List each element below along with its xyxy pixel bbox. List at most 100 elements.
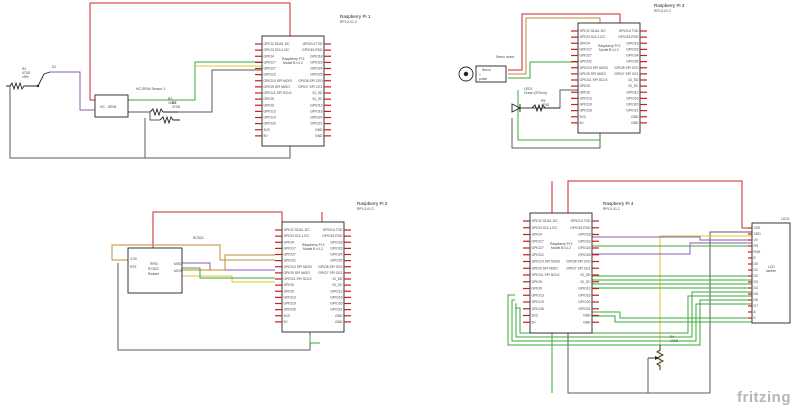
pi4-pin-label-right-5: GPIO25 [578,253,590,257]
pi2-pin-label-left-14: 3V3 [284,314,290,318]
r3-value: 470Ω [172,105,181,109]
lcd-pin-label-14: A [754,310,757,314]
pi2-pin-label-left-2: GPIO4 [284,240,294,244]
pi2-pin-label-left-4: GPIO27 [284,253,296,257]
led1: LED1 Green (570nm) [511,87,547,113]
pi3-pin-label-left-2: GPIO4 [580,41,590,45]
pi1-pin-label-left-3: GPIO17 [264,60,276,64]
pi3-pin-label-left-1: GPIO3 SCL1 I2C [580,35,607,39]
pi2-pin-label-left-12: GPIO19 [284,302,296,306]
wire-mosi [182,275,275,283]
circuit-rfid: RFID RC522 Reader RC522 3.3V RST MISO MO… [111,201,388,351]
pi3-pin-label-right-10: GPIO12 [626,90,638,94]
wire-rst [111,244,275,261]
wire-echo [178,69,262,113]
pi2-pin-label-right-10: GPIO12 [330,289,342,293]
pi1-pin-label-right-5: GPIO25 [310,73,322,77]
pi1-pin-label-right-15: GND [315,134,323,138]
pi2-pin-label-left-11: GPIO13 [284,295,296,299]
pi2-pin-label-right-15: GND [335,320,343,324]
lcd-pin-label-5: E [754,256,757,260]
pi3-pin-label-left-8: GPIO11 SPI SCLK [580,78,609,82]
pi2-pin-label-right-7: GPIO7 SPI CE1 [318,271,342,275]
wire-lcd-k [511,299,752,342]
pi4-pin-label-right-11: GPIO16 [578,293,590,297]
pi2-pin-label-right-12: GPIO20 [330,302,342,306]
pi1-inner-1: Raspberry Pi 3 [282,57,305,61]
hc-sr04-sensor: HC - SR04 HC-SR04 Sensor 1 [94,87,165,118]
pi3-pin-label-right-8: ID_SD [629,78,640,82]
pi3-pin-label-right-5: GPIO25 [626,60,638,64]
servo-pin-plus: + [479,73,481,77]
pi2-pin-label-left-6: GPIO10 SPI MOSI [284,265,312,269]
pi3-ver: RPI-3-V1.2 [654,9,671,13]
pi3-pin-label-left-13: GPIO26 [580,109,592,113]
pi4-pin-label-left-15: 5V [532,320,537,324]
pi3-pin-label-left-7: GPIO9 SPI MISO [580,72,607,76]
pi1-pin-label-right-14: GND [315,128,323,132]
wire-gnd-pi2 [309,335,320,344]
pi2-pin-label-right-4: GPIO24 [330,253,342,257]
wire-5v-pi4 [567,180,752,229]
pi2-pin-label-left-7: GPIO9 SPI MISO [284,271,311,275]
pi4-pin-label-right-15: GND [583,320,591,324]
pi4-pin-label-right-10: GPIO12 [578,287,590,291]
lcd-pin-label-8: D2 [754,274,758,278]
led1-color: Green (570nm) [524,91,547,95]
pi2-pin-label-left-3: GPIO17 [284,246,296,250]
pi4-pin-label-left-13: GPIO26 [532,307,544,311]
pi4-pin-label-right-12: GPIO20 [578,300,590,304]
pi4-pin-label-right-4: GPIO24 [578,246,590,250]
lcd-pin-label-2: V0 [754,238,758,242]
wire-gnd-pi3 [511,118,601,149]
pi4-pin-label-left-9: GPIO5 [532,280,542,284]
lcd-inner-2: screen [766,269,776,273]
pi2-pin-label-left-10: GPIO6 [284,289,294,293]
wire-lcd-rw [592,242,752,255]
lcd-pin-label-15: K [754,316,757,320]
pi3-inner-1: Raspberry Pi 3 [598,44,621,48]
pi4-pin-label-left-8: GPIO11 SPI SCLK [532,273,561,277]
rc-pin-r2: MOSI [174,269,183,273]
wire-lcd-v0 [659,235,752,370]
pi1-pin-label-left-9: GPIO5 [264,97,274,101]
wire-miso [182,254,275,271]
pi4-pin-label-left-14: 3V3 [532,314,538,318]
pi2-pin-label-right-0: GPIO14 TXD [323,228,343,232]
pi2-pin-label-right-11: GPIO16 [330,295,342,299]
wire-button [50,71,95,111]
lcd-pin-label-10: D4 [754,286,758,290]
pi3-pin-label-right-7: GPIO7 SPI CE1 [614,72,638,76]
servo-title: Servo motor [496,55,515,59]
pi2-pin-label-right-6: GPIO8 SPI CE0 [318,265,342,269]
pi1-pin-label-left-7: GPIO9 SPI MISO [264,85,291,89]
circuit-servo: Servo + pulse Servo motor LED1 Green (57… [458,3,685,149]
pi3-pin-label-right-12: GPIO20 [626,103,638,107]
resistor-r2: R2 10kΩ [159,97,180,125]
pi1-pin-label-left-2: GPIO4 [264,54,274,58]
pi3-pin-label-right-9: ID_SC [629,84,640,88]
pi1-pin-label-left-15: 5V [264,134,269,138]
rc-title: RC522 [193,236,204,240]
r2-name: R2 [168,97,172,101]
pi3-pin-label-left-15: 5V [580,121,585,125]
pi3-pin-label-left-4: GPIO27 [580,54,592,58]
pi3-pin-label-right-4: GPIO24 [626,54,638,58]
pi2-pin-label-left-9: GPIO5 [284,283,294,287]
lcd-pin-label-6: D0 [754,262,758,266]
servo-motor: Servo + pulse Servo motor [458,55,515,83]
pi2-pin-label-left-8: GPIO11 SPI SCLK [284,277,313,281]
pi3-pin-label-right-15: GND [631,121,639,125]
wire-lcd-rs [592,236,752,241]
pi1-inner-2: Model B v1.2 [283,61,303,65]
lcd-pin-label-13: D7 [754,304,758,308]
